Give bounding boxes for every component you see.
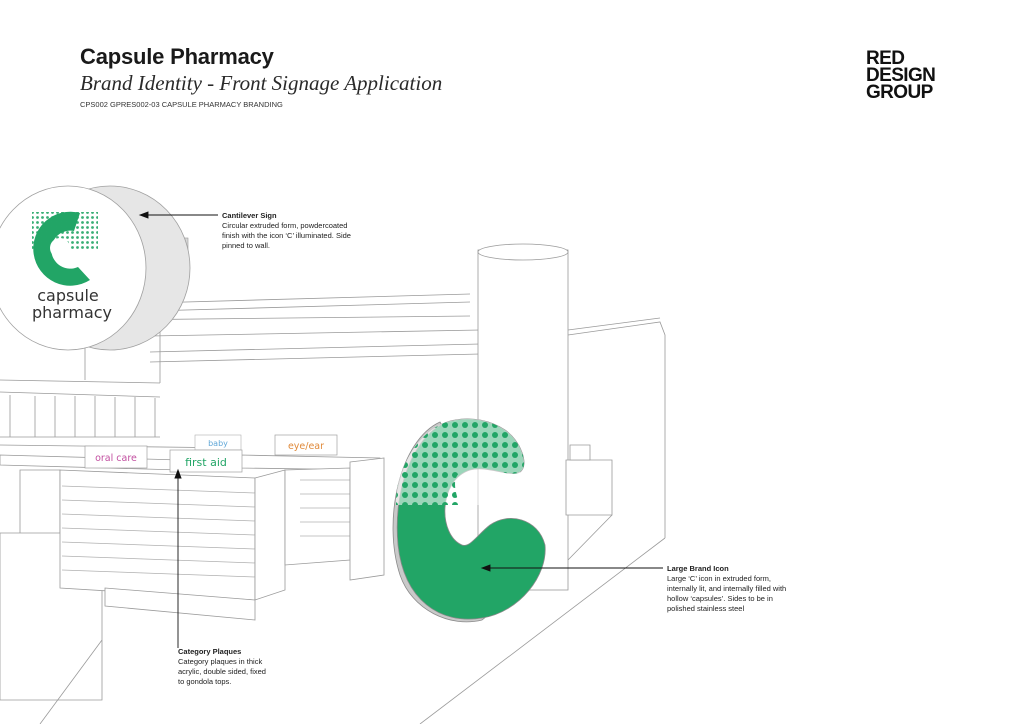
callout-leaders [138,211,663,648]
logo-line-3: GROUP [866,82,933,103]
callout-body: Circular extruded form, powdercoated fin… [222,221,351,250]
callout-large-brand-icon: Large Brand Icon Large ‘C’ icon in extru… [667,564,791,614]
plaque-first-aid: first aid [185,456,227,469]
store-linework [0,243,666,724]
large-brand-c-icon [392,418,546,623]
category-plaques: oral care baby first aid eye/ear [84,434,338,473]
callout-cantilever-sign: Cantilever Sign Circular extruded form, … [222,211,352,251]
sign-c-icon [32,211,98,286]
sign-text-capsule: capsule [37,286,99,305]
red-design-group-logo: RED DESIGN GROUP [866,48,936,103]
callout-title: Cantilever Sign [222,211,277,220]
logo-line-2: DESIGN [866,65,936,86]
callout-body: Category plaques in thick acrylic, doubl… [178,657,266,686]
plaque-eye-ear: eye/ear [288,441,324,452]
callout-body: Large ‘C’ icon in extruded form, interna… [667,574,787,613]
document-reference: CPS002 GPRES002-03 CAPSULE PHARMACY BRAN… [80,100,283,109]
logo-line-1: RED [866,48,905,69]
page-subtitle: Brand Identity - Front Signage Applicati… [80,71,443,95]
cantilever-sign: capsule pharmacy [0,185,191,351]
plaque-baby: baby [208,439,228,448]
callout-title: Large Brand Icon [667,564,729,573]
plaque-oral-care: oral care [95,453,137,464]
callout-title: Category Plaques [178,647,242,656]
page-title: Capsule Pharmacy [80,44,274,69]
header: Capsule Pharmacy Brand Identity - Front … [80,44,442,111]
sign-text-pharmacy: pharmacy [32,303,112,322]
callout-category-plaques: Category Plaques Category plaques in thi… [178,647,270,687]
